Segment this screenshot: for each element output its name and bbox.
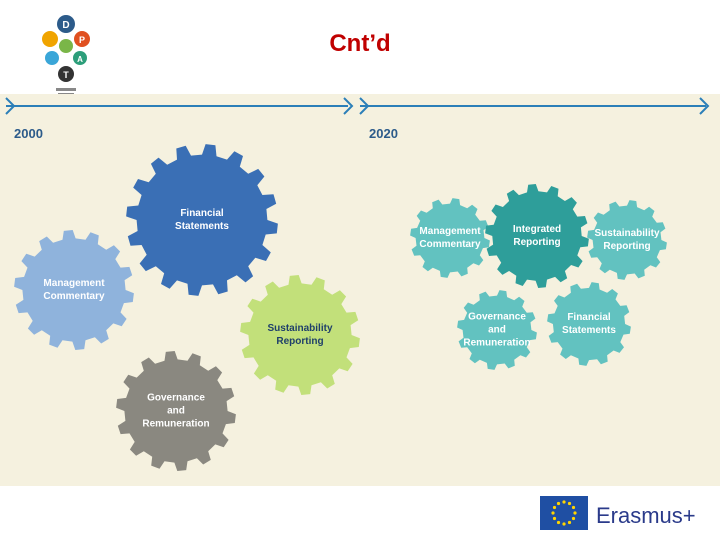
slide-title: Cnt’d bbox=[329, 30, 391, 57]
year-2020-gear-label-line: Remuneration bbox=[463, 337, 531, 349]
timeline-chevron-mid-1 bbox=[343, 97, 354, 115]
eu-star bbox=[573, 511, 577, 515]
eu-star bbox=[567, 501, 572, 506]
year-2020-gear-label-line: Commentary bbox=[419, 239, 481, 250]
eu-star bbox=[551, 511, 555, 515]
year-2020-gear-label-line: Financial bbox=[567, 312, 611, 323]
year-2020-gear-label-line: Statements bbox=[562, 325, 616, 336]
eu-star bbox=[562, 522, 566, 526]
eu-star bbox=[552, 505, 557, 510]
eu-star bbox=[556, 501, 561, 506]
erasmus-logo: Erasmus+ bbox=[540, 496, 696, 530]
year-2020-gear-label-line: Integrated bbox=[512, 224, 562, 235]
year-2020-gear-label-line: Sustainability bbox=[594, 228, 660, 239]
year-2020-gear-financial-statements bbox=[547, 282, 631, 366]
eu-star bbox=[556, 520, 561, 525]
year-2020-gear-integrated-reporting bbox=[485, 184, 589, 288]
eu-star bbox=[552, 516, 557, 521]
project-logo: D P A T bbox=[42, 15, 90, 104]
timeline-chevron-end bbox=[699, 97, 710, 115]
logo-gears: D P A T bbox=[42, 15, 90, 82]
year-2020-label: 2020 bbox=[369, 126, 398, 141]
year-2000-gear-label-line: Statements bbox=[175, 221, 229, 232]
year-2020-gear-sustainability-reporting bbox=[587, 200, 667, 280]
year-2000-gear-label-line: and bbox=[167, 405, 185, 417]
timeline-arrows bbox=[5, 97, 710, 115]
year-2000-gear-financial-statements bbox=[126, 144, 278, 296]
year-2000-gear-label-line: Financial bbox=[180, 208, 224, 219]
year-2000-gear-label-line: Remuneration bbox=[142, 418, 210, 430]
logo-letter-d: D bbox=[62, 20, 69, 31]
logo-letter-p: P bbox=[79, 35, 85, 45]
year-2020-gear-label-line: Reporting bbox=[603, 241, 651, 252]
year-2020-gear-label-line: Reporting bbox=[513, 237, 561, 248]
eu-star bbox=[571, 505, 576, 510]
eu-star bbox=[562, 500, 566, 504]
year-2000-label: 2000 bbox=[14, 126, 43, 141]
year-2000-gear-label-line: Management bbox=[43, 278, 105, 289]
year-2020-gear-label-line: Management bbox=[419, 226, 481, 237]
year-2000-gear-sustainability-reporting bbox=[240, 275, 360, 395]
year-2020-gear-label-line: and bbox=[488, 324, 506, 336]
year-2000-gear-label-line: Sustainability bbox=[267, 323, 333, 334]
year-2000-gear-management-commentary bbox=[14, 230, 134, 350]
year-2020-gear-label-line: Governance bbox=[468, 311, 526, 323]
year-2020-gear-management-commentary bbox=[410, 198, 490, 278]
year-2000-gear-label-line: Governance bbox=[147, 392, 205, 404]
erasmus-wordmark: Erasmus+ bbox=[596, 503, 696, 528]
timeline-chevron-start bbox=[5, 97, 16, 115]
logo-letter-t: T bbox=[63, 70, 69, 80]
eu-star bbox=[571, 516, 576, 521]
year-2000-gear-label-line: Reporting bbox=[276, 336, 324, 347]
logo-letter-a: A bbox=[77, 55, 83, 64]
year-2000-gear-label-line: Commentary bbox=[43, 291, 105, 302]
eu-stars bbox=[551, 500, 577, 526]
eu-star bbox=[567, 520, 572, 525]
year-2000-gear-governance-and-remuneration bbox=[116, 351, 236, 471]
year-2020-gear-governance-and-remuneration bbox=[457, 290, 537, 370]
